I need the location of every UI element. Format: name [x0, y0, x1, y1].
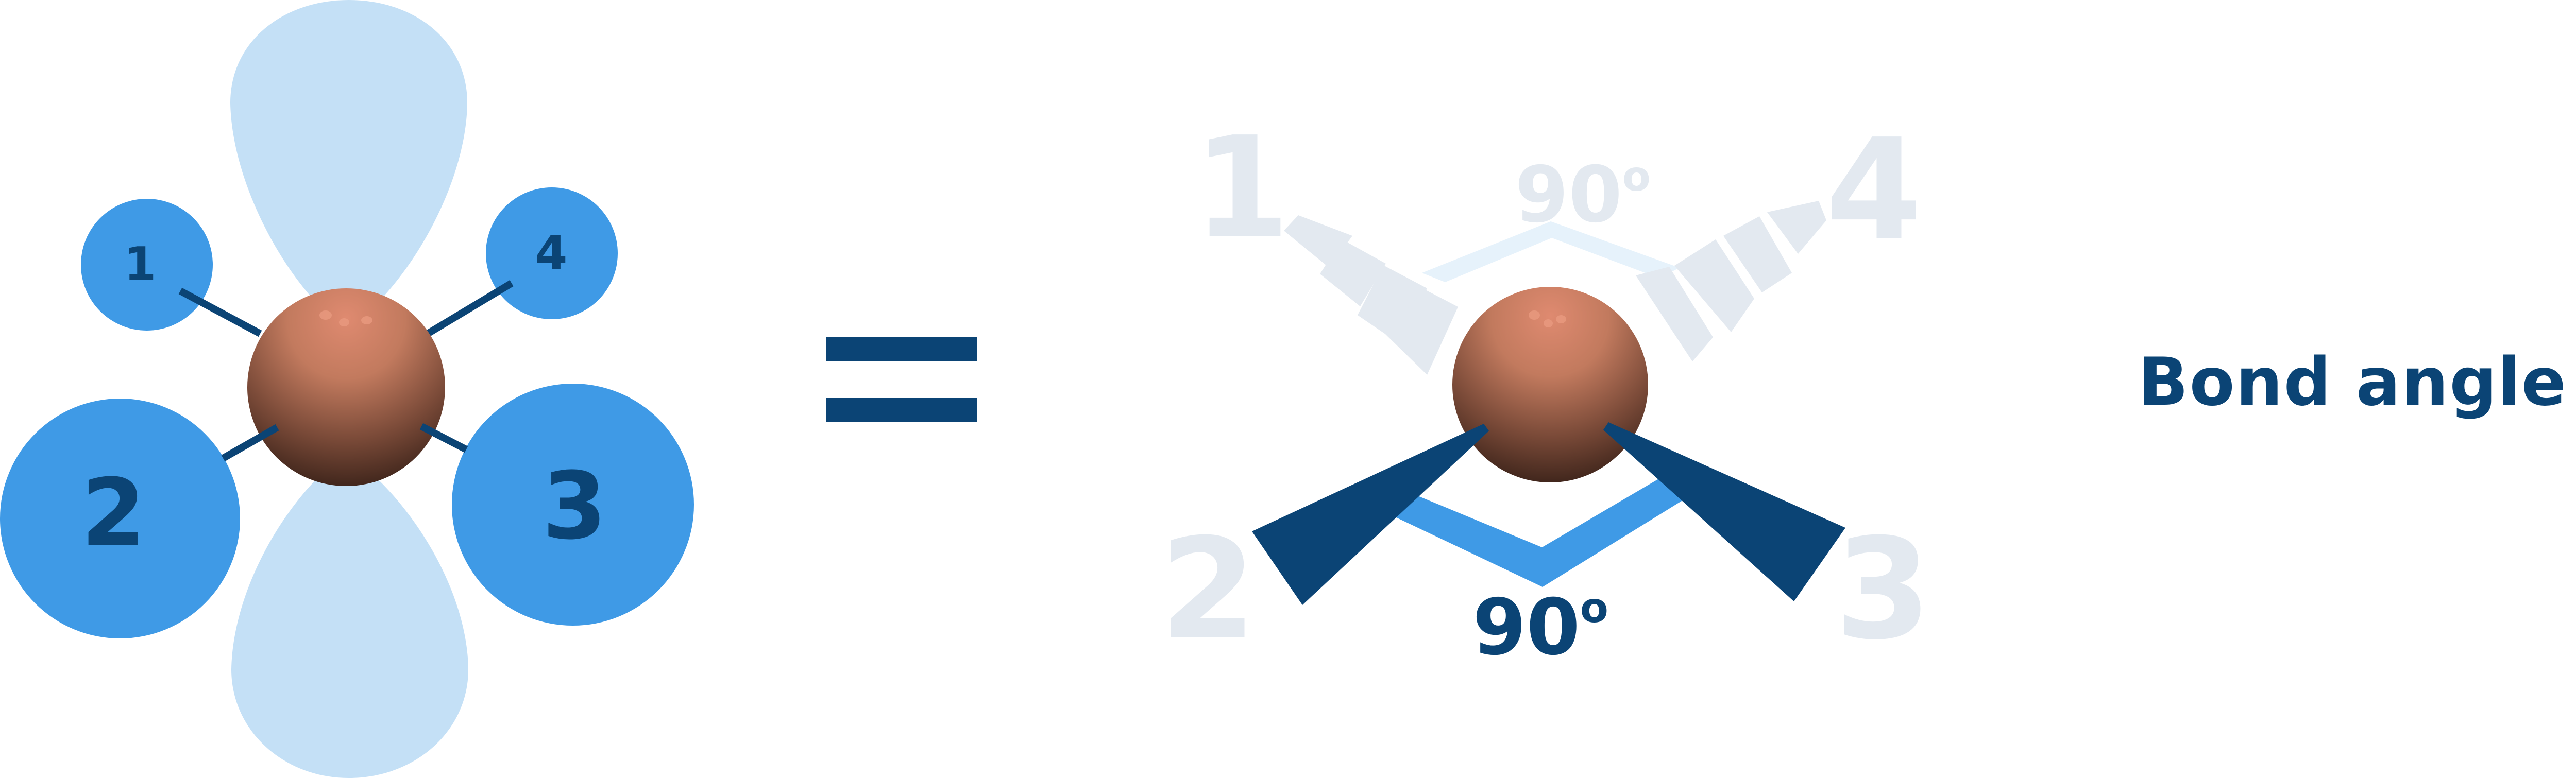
- ghost-hashed-bond-1: [1284, 215, 1458, 375]
- atom-highlight: [319, 310, 332, 320]
- ghost-label-3: 3: [1835, 508, 1931, 670]
- atom-highlight: [361, 316, 372, 324]
- bond-line-1: [178, 287, 262, 337]
- ligand-label-3: 3: [542, 453, 606, 560]
- central-atom-left: [247, 288, 445, 486]
- top-orbital-lobe: [230, 0, 467, 330]
- right-molecule-model: 1 4 90o 2 3 90o: [1160, 107, 1931, 672]
- left-molecule-model: 1 4 2 3: [0, 0, 694, 778]
- ligand-label-1: 1: [124, 237, 157, 291]
- bond-angle-caption: Bond angle of 90o: [2138, 344, 2576, 421]
- atom-highlight: [339, 318, 349, 326]
- ligand-circle-1: [81, 199, 213, 331]
- ligand-label-4: 4: [535, 226, 568, 280]
- ligand-circle-4: [486, 187, 618, 319]
- atom-highlight: [1544, 319, 1553, 327]
- equals-bar-top: [826, 337, 977, 361]
- wedge-bond-3: [1603, 422, 1845, 601]
- bond-line-4: [426, 280, 514, 337]
- atom-highlight: [1556, 315, 1566, 323]
- caption-text: Bond angle of 90: [2138, 344, 2576, 421]
- ghost-hashed-bond-4: [1636, 201, 1826, 361]
- ghost-label-1: 1: [1193, 107, 1290, 269]
- bond-line-3: [419, 423, 468, 453]
- bond-line-2: [221, 424, 279, 462]
- wedge-bond-2: [1252, 424, 1489, 605]
- equals-sign: [826, 337, 977, 422]
- front-angle-marker: [1396, 471, 1692, 587]
- ghost-label-2: 2: [1160, 508, 1257, 670]
- ghost-angle-marker: [1422, 221, 1680, 282]
- ghost-angle-label: 90o: [1515, 150, 1651, 240]
- central-atom-right: [1452, 287, 1648, 482]
- bottom-orbital-lobe: [231, 453, 468, 778]
- ligand-circle-2: [0, 399, 240, 638]
- ligand-circle-3: [452, 384, 694, 626]
- atom-highlight: [1529, 310, 1540, 320]
- ligand-label-2: 2: [81, 459, 145, 567]
- front-angle-label: 90o: [1472, 583, 1608, 672]
- equals-bar-bottom: [826, 398, 977, 422]
- ghost-label-4: 4: [1825, 109, 1922, 271]
